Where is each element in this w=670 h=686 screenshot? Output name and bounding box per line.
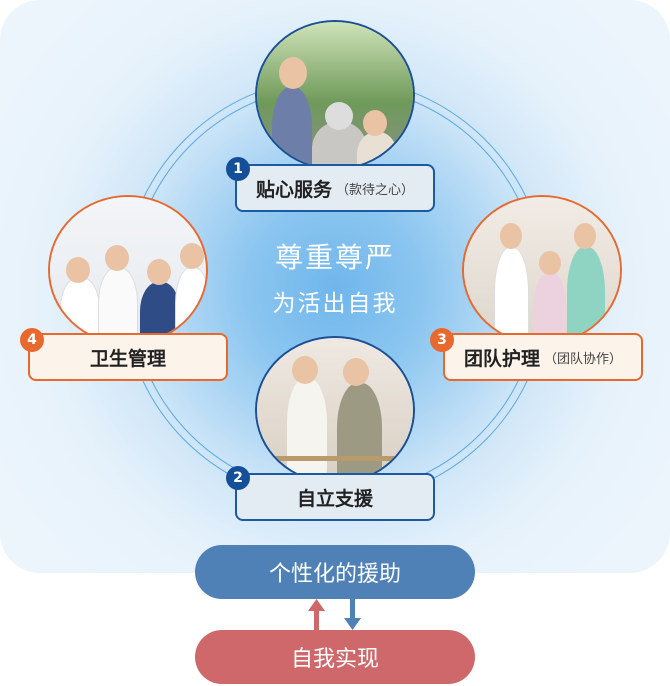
item-note: （团队协作）	[544, 351, 623, 367]
badge-2: 2	[226, 466, 250, 490]
photo-team-care	[462, 195, 622, 345]
photo-independence-support	[255, 336, 415, 484]
personalized-support-pill: 个性化的援助	[195, 545, 475, 599]
item-label: 卫生管理	[89, 347, 166, 370]
item-caring-service: 贴心服务（款待之心）	[235, 164, 435, 212]
badge-3: 3	[430, 328, 454, 352]
badge-4: 4	[20, 328, 44, 352]
item-team-care: 团队护理（团队协作）	[443, 333, 643, 381]
item-note: （款待之心）	[336, 182, 415, 198]
badge-1: 1	[226, 157, 250, 181]
item-label: 贴心服务	[255, 178, 332, 201]
center-subtitle: 为活出自我	[272, 291, 398, 317]
exchange-arrows-icon	[308, 598, 361, 632]
item-hygiene-management: 卫生管理	[28, 333, 228, 381]
self-realization-pill: 自我实现	[195, 630, 475, 684]
item-independence-support: 自立支援	[235, 473, 435, 521]
photo-caring-service	[255, 20, 415, 170]
photo-hygiene-management	[48, 195, 208, 345]
center-title: 尊重尊严	[274, 241, 395, 274]
item-label: 团队护理	[463, 347, 540, 370]
item-label: 自立支援	[296, 487, 373, 510]
